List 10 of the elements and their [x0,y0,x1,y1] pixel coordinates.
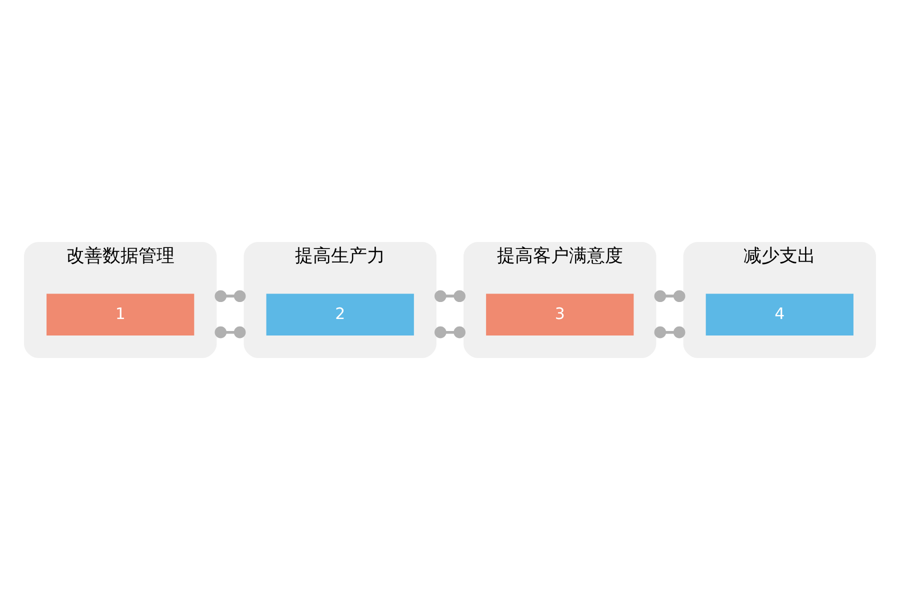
connector [434,326,466,338]
connector [654,290,686,302]
node-box: 4 [706,294,854,336]
connector [654,326,686,338]
connector [214,290,246,302]
node-box: 1 [46,294,194,336]
node-box: 2 [266,294,414,336]
node-box: 3 [486,294,634,336]
connector [214,326,246,338]
connector [434,290,466,302]
